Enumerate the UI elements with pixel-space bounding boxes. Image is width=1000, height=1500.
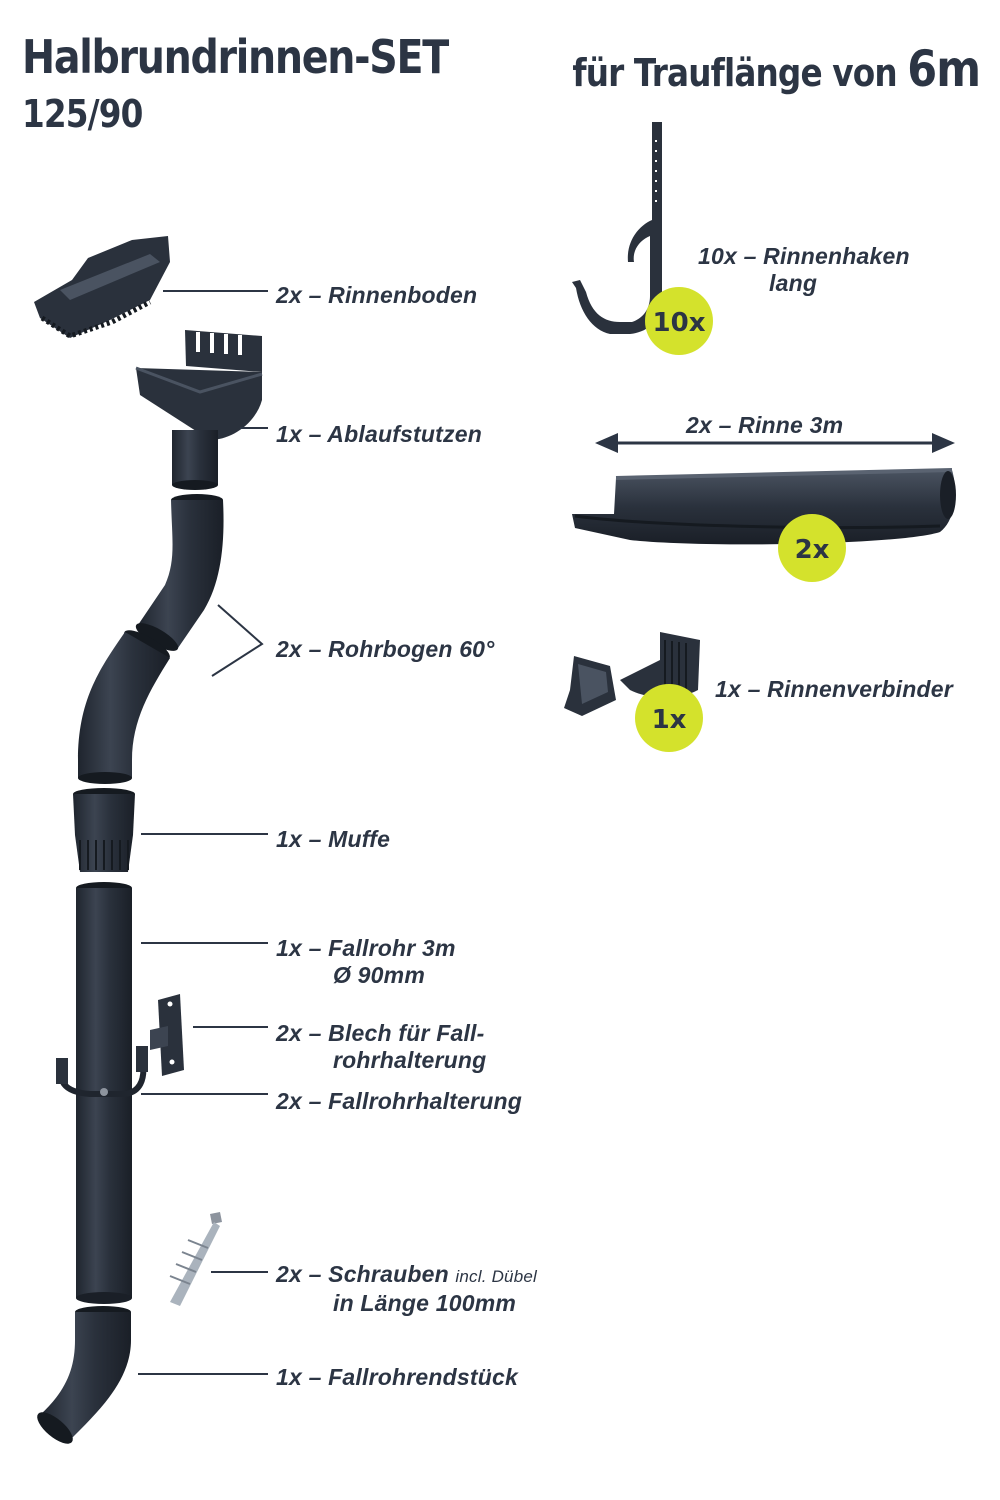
rinnenboden-image [34,236,170,339]
label-fallrohr-line2: Ø 90mm [333,962,425,988]
label-blech-line1: 2x – Blech für Fall- [276,1020,485,1046]
label-rinnenhaken-line2: lang [769,270,818,296]
rinne-badge-text: 2x [795,535,830,565]
label-schrauben: 2x – Schrauben incl. Dübel in Länge 100m… [276,1261,537,1317]
eaves-prefix: für Trauflänge von [572,51,897,95]
label-schrauben-line2: in Länge 100mm [333,1290,517,1316]
ablaufstutzen-image [135,330,263,490]
page-title: Halbrundrinnen-SET [22,30,449,84]
rinnenhaken-badge [645,287,713,355]
label-schrauben-line1: 2x – Schrauben [276,1261,449,1287]
label-rinnenboden: 2x – Rinnenboden [276,282,478,308]
eaves-length-heading: für Trauflänge von 6m [572,40,981,98]
label-muffe: 1x – Muffe [276,826,391,852]
label-rinne: 2x – Rinne 3m [686,412,844,438]
label-fallrohr-line1: 1x – Fallrohr 3m [276,935,456,961]
eaves-length-value: 6m [906,40,981,98]
page-subtitle: 125/90 [22,92,143,136]
rinnenverbinder-badge-text: 1x [652,705,687,735]
rohrbogen-upper-image [135,494,224,651]
rinne-badge [778,514,846,582]
fallrohrhalterung-image [56,1046,148,1097]
label-fallrohrendstueck: 1x – Fallrohrendstück [276,1364,518,1390]
label-rinnenverbinder: 1x – Rinnenverbinder [715,676,953,702]
label-blech-line2: rohrhalterung [333,1047,487,1073]
label-fallrohrhalterung: 2x – Fallrohrhalterung [276,1088,522,1114]
rinne-image [572,468,956,545]
label-blech: 2x – Blech für Fall- rohrhalterung [276,1020,486,1074]
label-schrauben-small: incl. Dübel [455,1267,537,1286]
muffe-image [73,788,135,872]
label-fallrohr: 1x – Fallrohr 3m Ø 90mm [276,935,456,989]
rinnenverbinder-badge [635,684,703,752]
schraube-image [169,1212,222,1306]
label-rinnenhaken: 10x – Rinnenhaken lang [698,243,910,297]
fallrohrendstueck-image [37,1306,131,1444]
rinnenhaken-badge-text: 10x [653,308,706,338]
rohrbogen-lower-image [78,630,170,784]
label-rohrbogen: 2x – Rohrbogen 60° [276,636,495,662]
rinnenhaken-image [572,122,662,334]
rinne-length-arrow [595,433,955,453]
leader-rohrbogen [211,604,264,677]
label-ablaufstutzen: 1x – Ablaufstutzen [276,421,482,447]
blech-image [150,994,184,1076]
leader-lines [138,290,268,1375]
label-rinnenhaken-line1: 10x – Rinnenhaken [698,243,910,269]
rinnenverbinder-image [564,632,700,716]
